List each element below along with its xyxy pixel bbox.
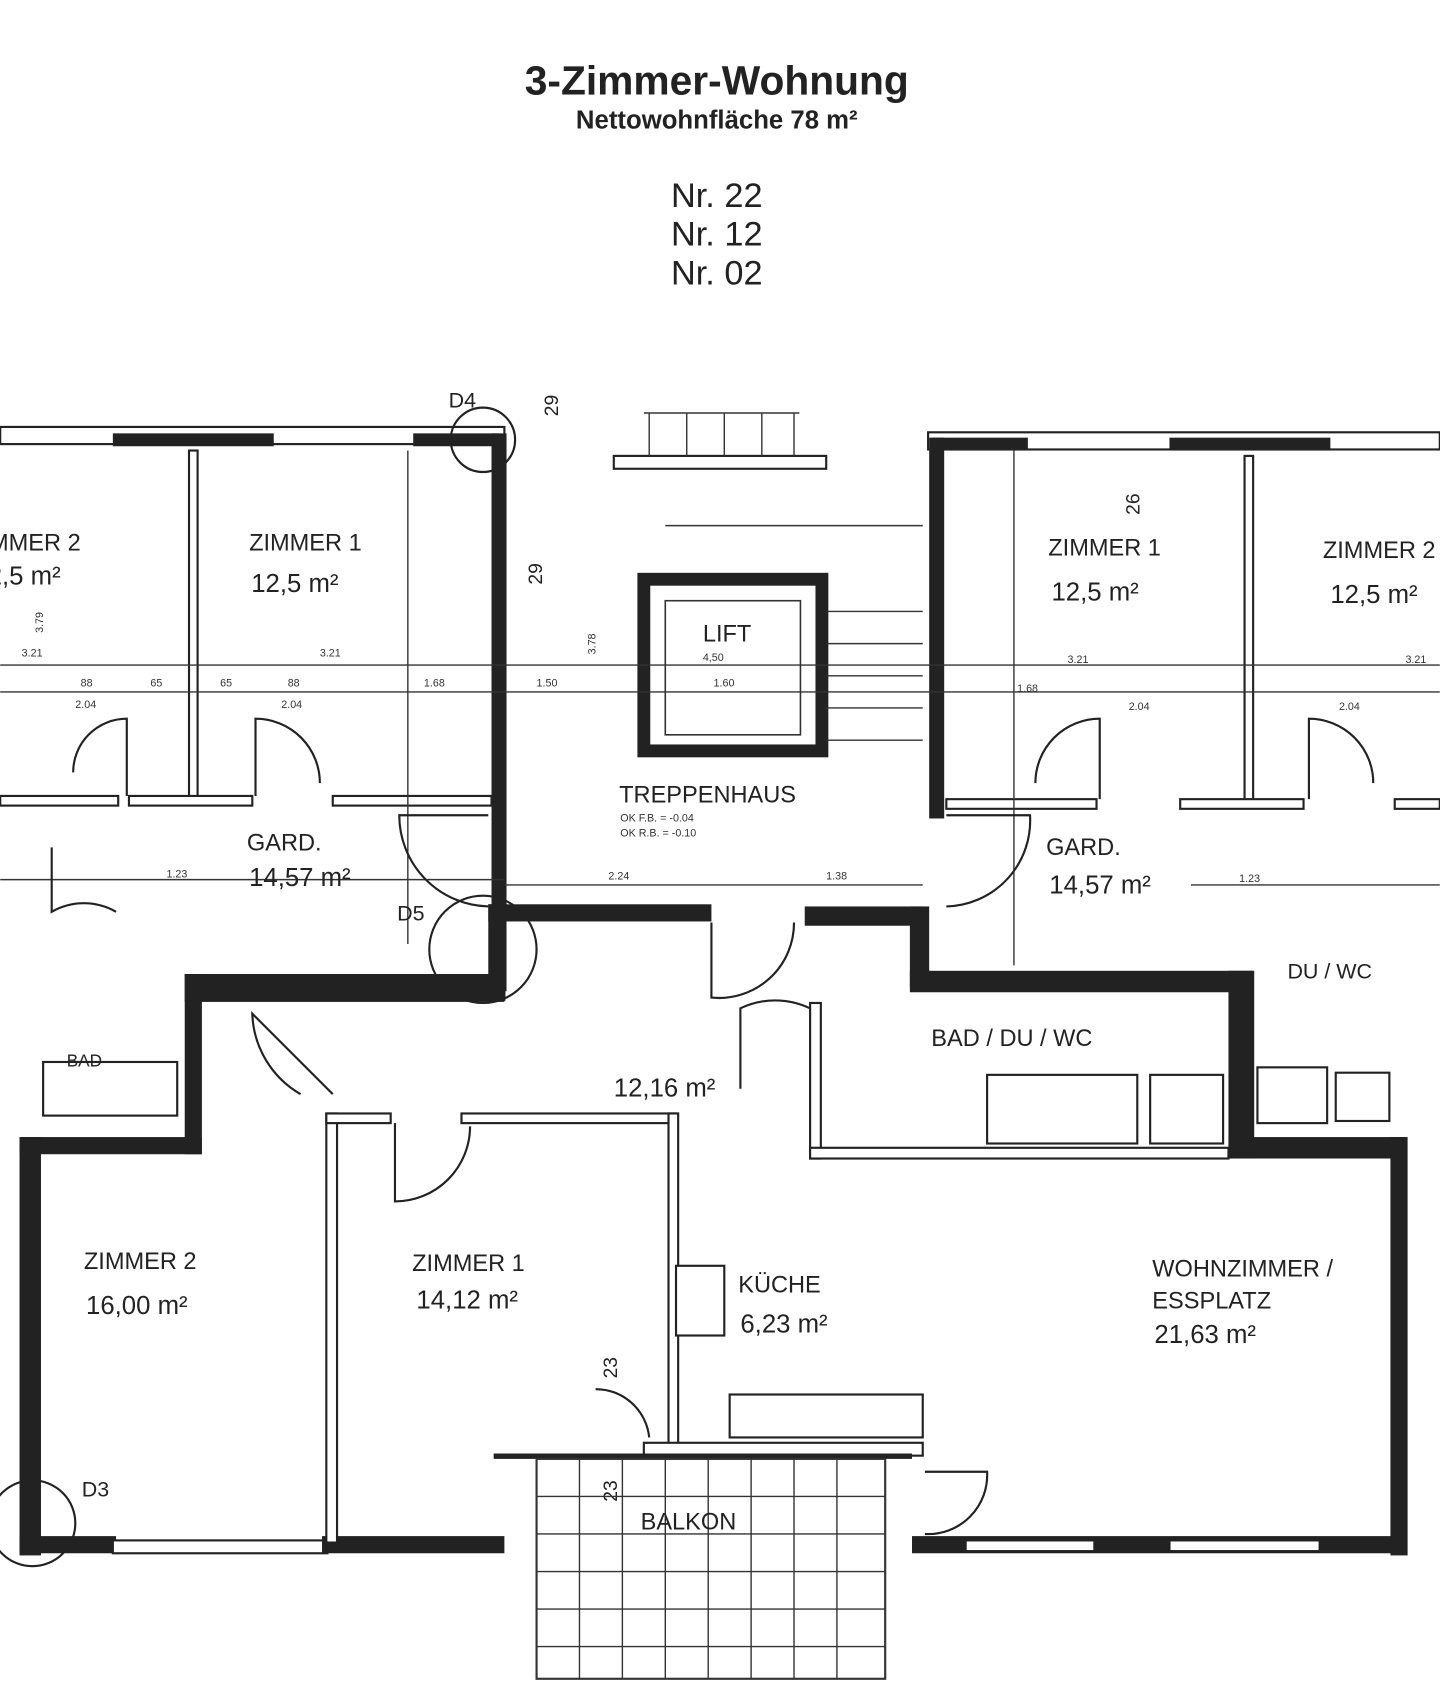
dimension-label: 29 [526, 563, 547, 584]
room-area-right-gard: 14,57 m² [1049, 872, 1151, 900]
dimension-label: 1.38 [826, 871, 847, 883]
dimension-label: 3.78 [587, 633, 599, 654]
room-area-kueche: 6,23 m² [740, 1310, 828, 1338]
apartment-walls [19, 904, 1408, 1556]
room-label-wohnzimmer: WOHNZIMMER / [1152, 1256, 1333, 1282]
plan-title: 3-Zimmer-Wohnung [525, 57, 909, 103]
room-label-right-zimmer2: ZIMMER 2 [1323, 537, 1436, 563]
unit-number: Nr. 22 [671, 177, 763, 215]
treppenhaus-note: OK R.B. = -0.10 [620, 828, 696, 840]
dimension-label: 2.04 [281, 699, 302, 711]
dimension-label: 23 [601, 1480, 622, 1501]
room-label-right-zimmer1: ZIMMER 1 [1048, 535, 1161, 561]
room-area-zimmer2: 16,00 m² [86, 1292, 188, 1320]
room-area-zimmer1: 14,12 m² [416, 1287, 518, 1315]
room-label-right-duwc: DU / WC [1287, 959, 1372, 983]
room-label-left-gard: GARD. [247, 830, 322, 856]
marker-d4: D4 [449, 389, 476, 413]
unit-number: Nr. 02 [671, 254, 763, 292]
dimension-label: 3.21 [320, 647, 341, 659]
room-label-essplatz: ESSPLATZ [1152, 1288, 1271, 1314]
dimension-label: 3.21 [22, 647, 43, 659]
dimension-label: 3.21 [1405, 654, 1426, 666]
dimension-label: 26 [1123, 493, 1144, 514]
balcony [493, 1453, 913, 1680]
dimension-lines [0, 450, 1440, 966]
room-label-balkon: BALKON [641, 1509, 737, 1535]
room-label-zimmer2: ZIMMER 2 [84, 1248, 197, 1274]
stairs [643, 412, 923, 741]
room-area-right-zimmer1: 12,5 m² [1051, 579, 1139, 607]
dimension-label: 2.24 [608, 871, 629, 883]
room-area-left-zimmer1: 12,5 m² [251, 570, 339, 598]
marker-d3: D3 [82, 1477, 109, 1501]
room-label-right-gard: GARD. [1046, 834, 1121, 860]
room-label-left-bad: BAD [67, 1050, 102, 1070]
plan-subtitle: Nettowohnfläche 78 m² [576, 107, 858, 135]
doors-upper [0, 406, 1375, 1568]
dimension-label: 1.23 [166, 868, 187, 880]
room-label-treppenhaus: TREPPENHAUS [619, 781, 796, 807]
room-area-left-gard: 14,57 m² [249, 864, 351, 892]
room-label-bad: BAD / DU / WC [931, 1025, 1092, 1051]
room-label-kueche: KÜCHE [738, 1272, 821, 1298]
room-area-right-zimmer2: 12,5 m² [1330, 581, 1418, 609]
upper-walls [0, 425, 1440, 992]
dimension-label: 3.79 [34, 612, 46, 633]
dimension-label: 3.21 [1068, 654, 1089, 666]
dimension-label: 1.60 [714, 678, 735, 690]
lift-dimension: 4,50 [703, 652, 724, 664]
dimension-label: 1.68 [424, 678, 445, 690]
dimension-label: 65 [150, 678, 162, 690]
room-label-lift: LIFT [703, 620, 751, 646]
dimension-label: 23 [601, 1357, 622, 1378]
room-area-left-zimmer2: 12,5 m² [0, 563, 61, 591]
room-area-flur: 12,16 m² [614, 1074, 716, 1102]
marker-d5: D5 [397, 901, 424, 925]
dimension-label: 88 [288, 678, 300, 690]
doors-lower [251, 922, 989, 1536]
dimension-label: 88 [81, 678, 93, 690]
unit-number: Nr. 12 [671, 216, 763, 254]
dimension-label: 1.23 [1239, 873, 1260, 885]
dimension-label: 29 [542, 395, 563, 416]
dimension-label: 2.04 [1339, 701, 1360, 713]
treppenhaus-note: OK F.B. = -0.04 [620, 813, 694, 825]
dimension-label: 1.68 [1017, 683, 1038, 695]
room-area-wohnzimmer: 21,63 m² [1154, 1321, 1256, 1349]
room-label-left-zimmer2: ZIMMER 2 [0, 529, 81, 555]
room-label-left-zimmer1: ZIMMER 1 [249, 529, 362, 555]
dimension-label: 2.04 [75, 699, 96, 711]
room-label-zimmer1: ZIMMER 1 [412, 1250, 525, 1276]
dimension-label: 65 [220, 678, 232, 690]
dimension-label: 1.50 [537, 678, 558, 690]
dimension-label: 2.04 [1129, 701, 1150, 713]
